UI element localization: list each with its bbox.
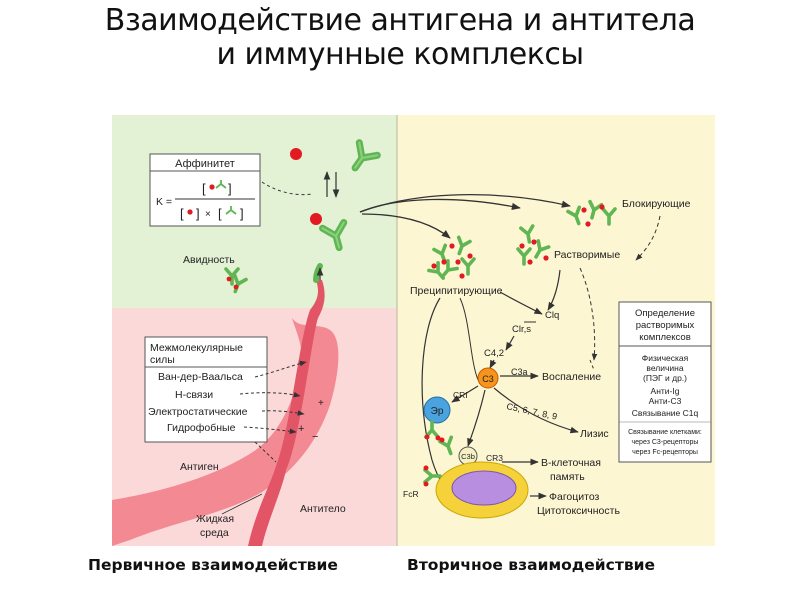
cr3-label: CR3 xyxy=(486,453,503,463)
secondary-interaction-caption: Вторичное взаимодействие xyxy=(407,556,656,574)
detection-small-3: через Fc-рецепторы xyxy=(632,449,698,456)
erythrocyte-label: Эр xyxy=(431,406,444,417)
bcell-memory-2: память xyxy=(550,471,585,483)
detection-item-6: Связывание C1q xyxy=(632,408,699,418)
c42-label: C4,2 xyxy=(484,348,504,359)
bcell-memory-1: В-клеточная xyxy=(541,457,601,469)
svg-text:+: + xyxy=(318,398,324,409)
to-lysis-arrow xyxy=(493,387,579,434)
force-van-der-waals: Ван-дер-Ваальса xyxy=(158,371,243,383)
lysis-label: Лизис xyxy=(580,428,609,440)
detection-item-5: Анти-C3 xyxy=(649,396,682,406)
blocking-label: Блокирующие xyxy=(622,198,691,210)
inflammation-label: Воспаление xyxy=(542,371,601,383)
force-hydrophobic: Гидрофобные xyxy=(167,422,236,434)
title-line-2: и иммунные комплексы xyxy=(216,37,584,72)
svg-text:]: ] xyxy=(196,206,200,221)
bound-antigen-dot xyxy=(310,213,322,225)
svg-text:−: − xyxy=(312,431,318,443)
svg-text:[: [ xyxy=(202,181,206,196)
svg-text:+: + xyxy=(298,423,304,435)
phagocyte-nucleus xyxy=(451,470,517,506)
detection-title-3: комплексов xyxy=(639,332,691,343)
forces-title-1: Межмолекулярные xyxy=(150,342,243,354)
affinity-times: × xyxy=(205,209,211,220)
page-title: Взаимодействие антигена и антитела и имм… xyxy=(0,4,800,72)
c3-label: C3 xyxy=(482,374,494,384)
c1q-label: Clq xyxy=(545,310,559,321)
antibody-label: Антитело xyxy=(300,503,346,515)
cytotoxicity-label: Цитотоксичность xyxy=(537,505,620,517)
detection-box xyxy=(618,301,712,463)
c3a-label: C3a xyxy=(511,367,528,377)
medium-label-1: Жидкая xyxy=(196,513,234,525)
svg-text:[: [ xyxy=(180,206,184,221)
title-line-1: Взаимодействие антигена и антитела xyxy=(104,3,696,38)
antibody-stem-shape xyxy=(248,280,325,546)
antigen-surface-shape xyxy=(112,318,339,546)
detection-item-2: величина xyxy=(646,363,683,373)
affinity-title: Аффинитет xyxy=(175,158,235,170)
detection-small-2: через C3-рецепторы xyxy=(632,439,699,446)
phagocytosis-label: Фагоцитоз xyxy=(549,491,600,503)
free-antigen-dot xyxy=(290,148,302,160)
c3-node xyxy=(477,367,499,389)
svg-text:[: [ xyxy=(218,206,222,221)
precipitating-label: Преципитирующие xyxy=(410,285,503,297)
affinity-lhs: K = xyxy=(156,196,172,208)
fcr-label: FcR xyxy=(403,489,419,499)
detection-title-1: Определение xyxy=(635,308,695,319)
detection-item-1: Физическая xyxy=(642,353,689,363)
erythrocyte xyxy=(423,396,451,424)
force-h-bonds: Н-связи xyxy=(175,389,213,401)
medium-label-2: среда xyxy=(200,527,229,539)
c3b-label: C3b xyxy=(461,452,475,461)
cr1-label: CRI xyxy=(453,390,468,400)
antigen-label: Антиген xyxy=(180,461,219,473)
detection-item-3: (ПЭГ и др.) xyxy=(643,373,687,383)
forces-title-2: силы xyxy=(150,354,175,366)
primary-interaction-caption: Первичное взаимодействие xyxy=(88,556,338,574)
force-electrostatic: Электростатические xyxy=(148,406,248,418)
c1rs-label: Clr,s xyxy=(512,324,531,335)
forces-pointer xyxy=(254,441,277,463)
detection-title-2: растворимых xyxy=(636,320,695,331)
svg-text:]: ] xyxy=(240,206,244,221)
avidity-label: Авидность xyxy=(183,254,235,266)
forces-box xyxy=(144,336,268,443)
svg-text:]: ] xyxy=(228,181,232,196)
detection-item-4: Анти-Ig xyxy=(651,386,680,396)
binding-dashed-arrow xyxy=(261,181,313,196)
soluble-label: Растворимые xyxy=(554,249,620,261)
detection-small-1: Связывание клетками: xyxy=(628,429,702,436)
